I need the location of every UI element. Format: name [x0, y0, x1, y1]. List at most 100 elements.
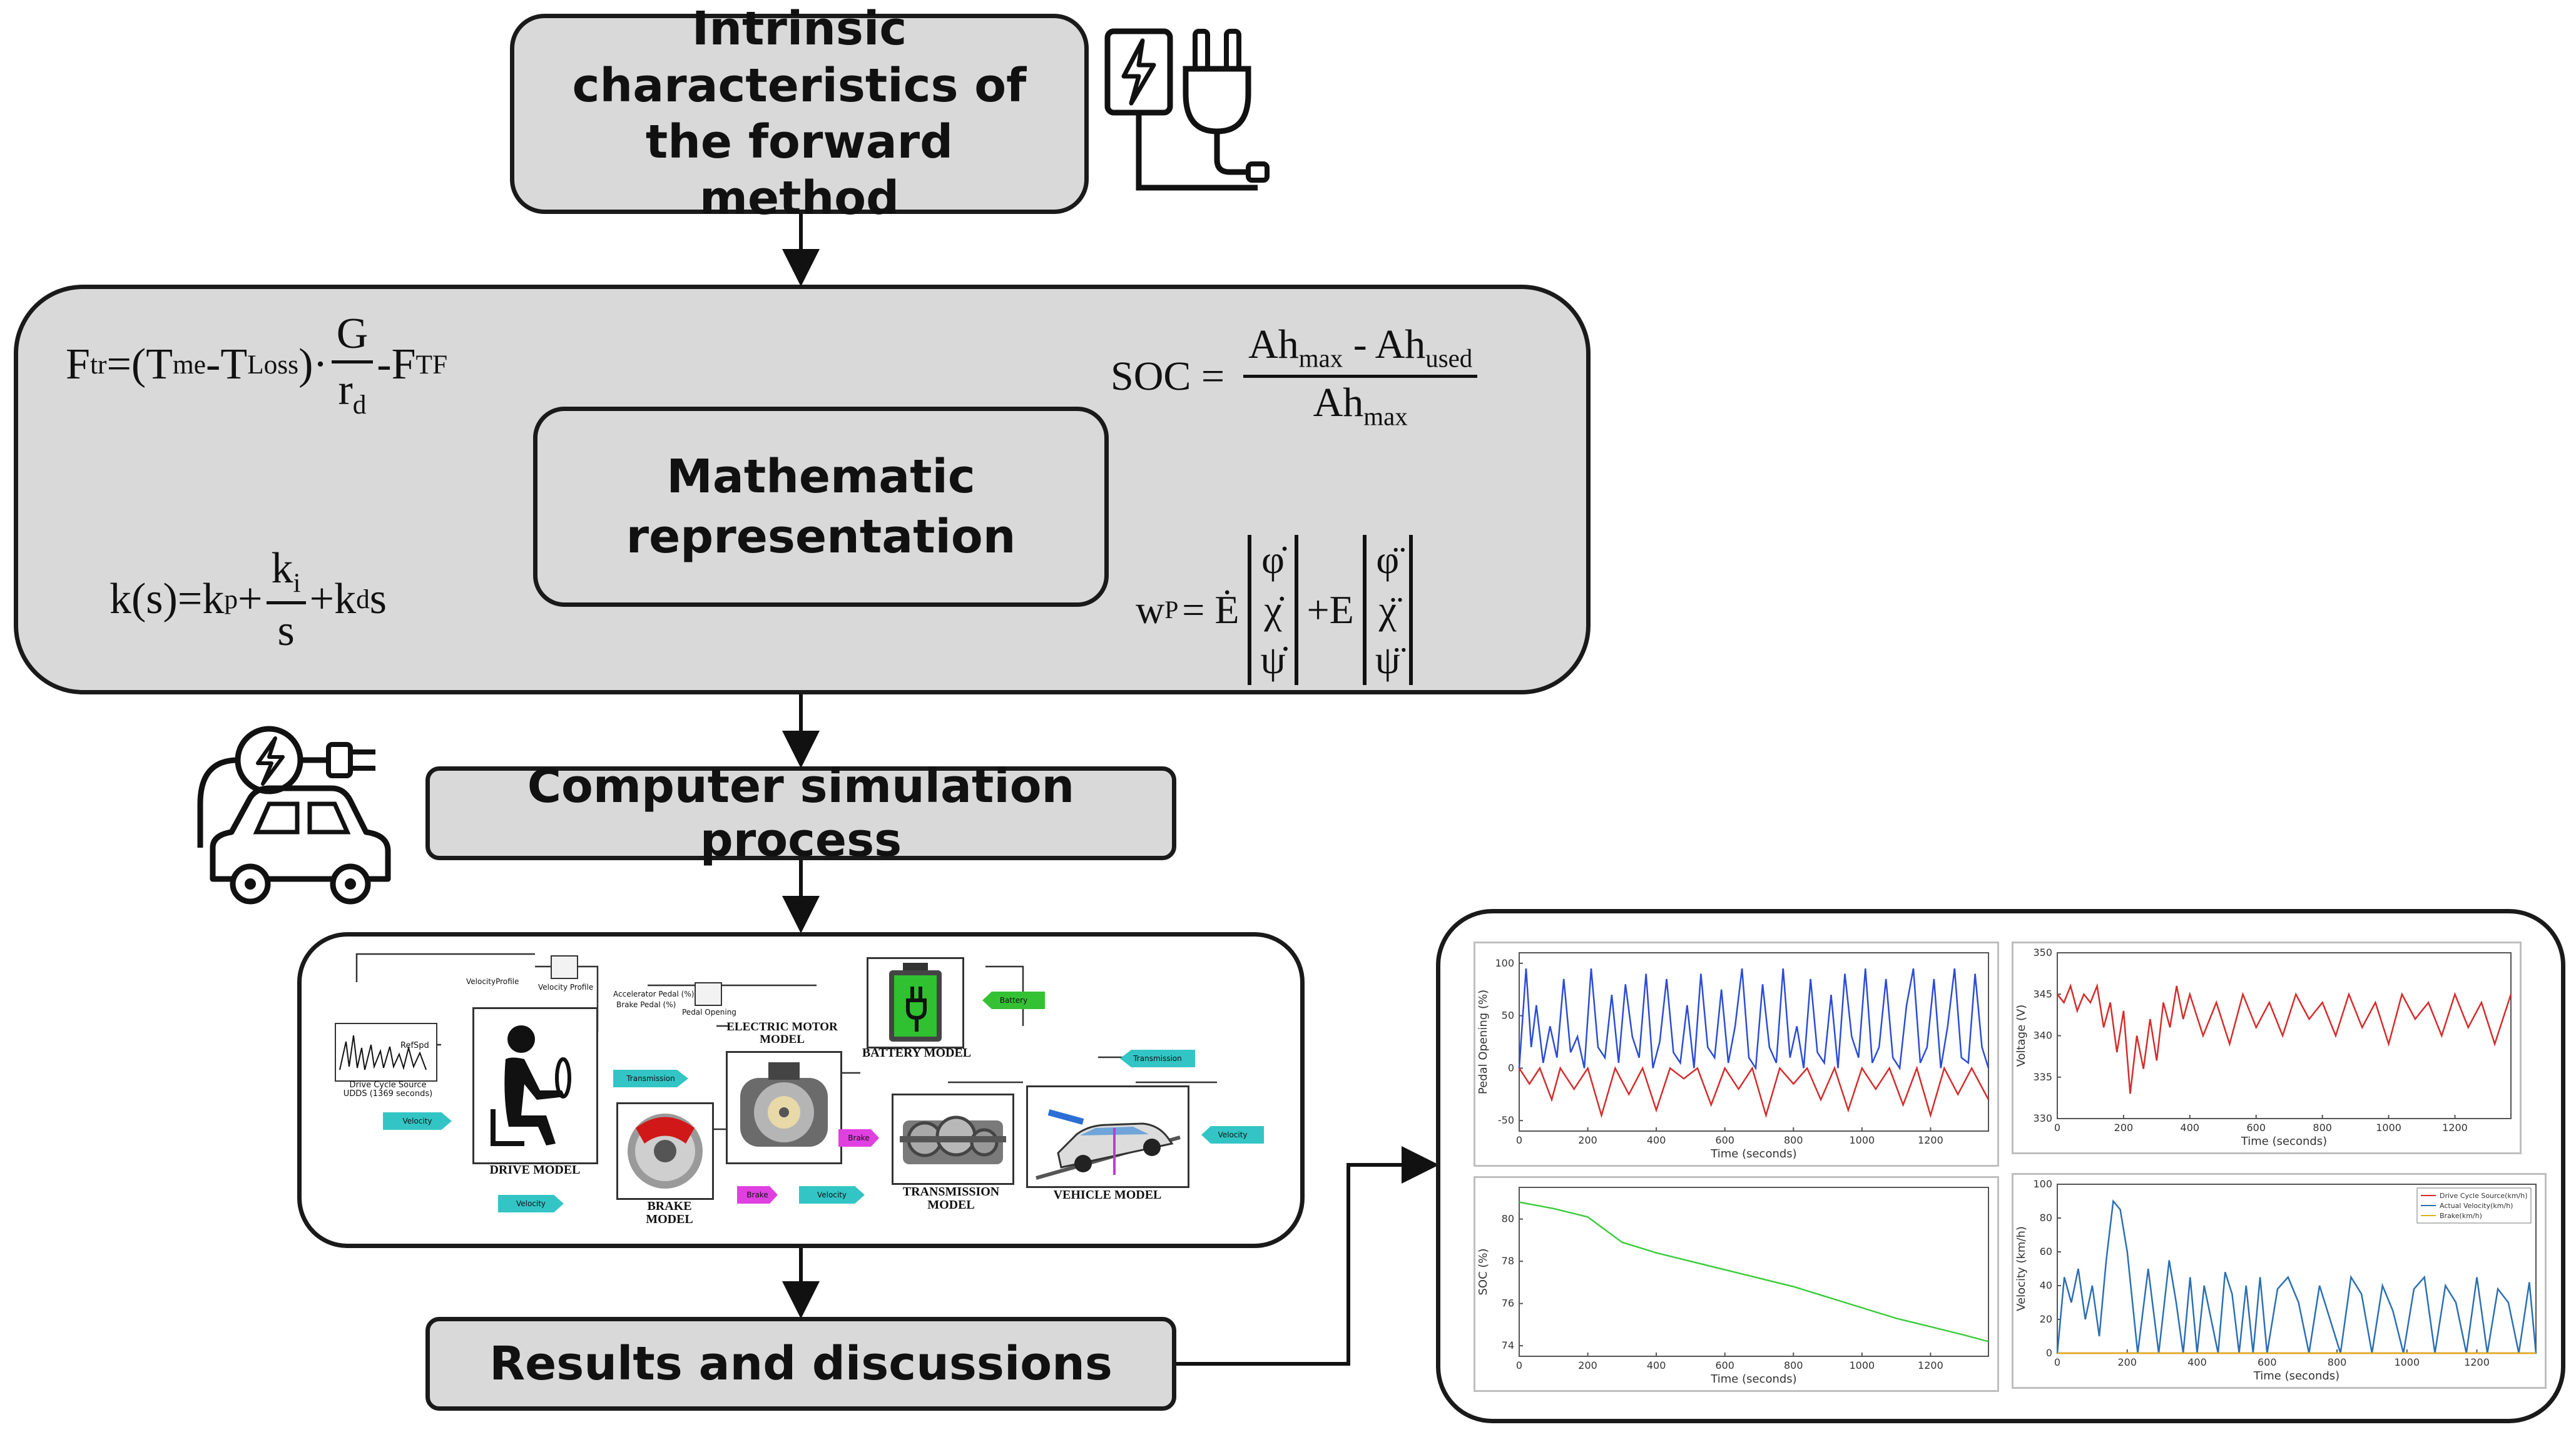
- arrow-results-to-plots: [1176, 1146, 1439, 1366]
- y-tick-label: 335: [2033, 1071, 2052, 1083]
- brake-model-label: BRAKE MODEL: [646, 1199, 693, 1226]
- eq-pid-num: ki: [266, 544, 306, 604]
- mathematic-representation-label: Mathematic representation: [626, 449, 1016, 564]
- x-tick-label: 800: [2328, 1356, 2347, 1368]
- eq-pid-den: s: [277, 606, 295, 655]
- x-tick-label: 200: [1578, 1134, 1597, 1146]
- eq-wp-vector2: φ̈ χ̈ ψ̈: [1362, 535, 1413, 685]
- eq-force-close: )·: [298, 340, 328, 389]
- vehicle-model-label: VEHICLE MODEL: [1053, 1188, 1162, 1202]
- gearbox-icon: [900, 1115, 1006, 1164]
- x-tick-label: 200: [2114, 1122, 2134, 1134]
- x-tick-label: 1200: [1918, 1359, 1943, 1371]
- tag-velocity-2: Velocity: [799, 1186, 865, 1204]
- eq-pid-num-k: k: [271, 544, 293, 592]
- battery-icon: [889, 963, 942, 1042]
- eq-soc-den-sub: max: [1363, 402, 1408, 431]
- eq-soc-num-sub1: max: [1298, 344, 1343, 373]
- eq-pid-p: p: [224, 584, 238, 615]
- tag-brake-2: Brake: [737, 1186, 778, 1204]
- x-tick-label: 400: [2187, 1356, 2207, 1368]
- eq-soc-num-sub2: used: [1425, 344, 1473, 373]
- x-tick-label: 400: [1647, 1134, 1666, 1146]
- x-axis-label: Time (seconds): [1710, 1147, 1796, 1160]
- y-tick-label: 350: [2033, 947, 2052, 958]
- eq-force-loss: Loss: [247, 350, 299, 380]
- drive-cycle-source-text: Drive Cycle Source: [349, 1080, 427, 1090]
- eq-pid-tail: +k: [309, 575, 357, 624]
- intrinsic-characteristics-box: Intrinsic characteristics of the forward…: [510, 2, 1089, 225]
- x-tick-label: 1000: [1849, 1359, 1875, 1371]
- x-tick-label: 1000: [2376, 1122, 2401, 1134]
- x-tick-label: 400: [1647, 1359, 1666, 1371]
- velocity-profile-scope: [551, 955, 578, 979]
- series-line-0: [1518, 968, 1990, 1071]
- x-tick-label: 1200: [1918, 1134, 1943, 1146]
- plot-area: [2057, 952, 2512, 1119]
- y-tick-label: 76: [1502, 1297, 1514, 1309]
- x-tick-label: 200: [2117, 1356, 2137, 1368]
- brake-disc-icon: [628, 1114, 703, 1189]
- y-tick-label: 80: [2040, 1212, 2052, 1224]
- charging-station-plug-icon: [1104, 28, 1270, 191]
- series-line-0: [1519, 1201, 1989, 1343]
- eq-force-den-sub: d: [352, 390, 367, 420]
- tag-velocity-4: Velocity: [1201, 1126, 1264, 1144]
- eq-force-num: G: [331, 310, 374, 363]
- eq-soc-fraction: Ahmax - Ahused Ahmax: [1243, 322, 1478, 431]
- computer-simulation-label: Computer simulation process: [527, 759, 1075, 867]
- eq-wp-vec1-psi: ψ̇: [1260, 637, 1286, 682]
- eq-soc-den: Ahmax: [1308, 378, 1413, 431]
- velocity-profile-label-2: Velocity Profile: [538, 983, 594, 992]
- eq-wp-vec2-psi: ψ̈: [1375, 637, 1400, 682]
- eq-wp-eq: = Ė: [1182, 587, 1240, 632]
- eq-force-den-r: r: [338, 366, 353, 414]
- vehicle-icon: [1036, 1109, 1181, 1180]
- pedal-opening-scope: [695, 982, 722, 1006]
- transmission-block: [892, 1094, 1014, 1185]
- y-tick-label: 100: [2033, 1178, 2052, 1190]
- plot-area: [1519, 1187, 1989, 1357]
- tag-brake-1: Brake: [838, 1129, 879, 1147]
- y-tick-label: -50: [1498, 1114, 1514, 1126]
- vehicle-block: [1026, 1085, 1189, 1188]
- drive-cycle-sub-text: UDDS (1369 seconds): [343, 1089, 433, 1099]
- x-tick-label: 800: [1784, 1359, 1803, 1371]
- eq-soc-num-ah: Ah: [1248, 322, 1299, 367]
- soc-equation: SOC = Ahmax - Ahused Ahmax: [1111, 322, 1481, 431]
- y-tick-label: 100: [1495, 957, 1514, 969]
- x-tick-label: 600: [1715, 1359, 1734, 1371]
- tag-transmission-1: Transmission: [613, 1070, 688, 1087]
- eq-force-tail-sub: TF: [415, 350, 448, 380]
- eq-wp-vector1: φ̇ χ̇ ψ̇: [1248, 535, 1298, 685]
- x-tick-label: 600: [2246, 1122, 2266, 1134]
- x-tick-label: 200: [1578, 1359, 1597, 1371]
- x-tick-label: 800: [2313, 1122, 2332, 1134]
- legend-label: Drive Cycle Source(km/h): [2440, 1192, 2528, 1200]
- eq-wp-vec1-phi: φ̇: [1261, 537, 1285, 582]
- y-tick-label: 74: [1502, 1339, 1514, 1351]
- tag-velocity-3: Velocity: [498, 1195, 564, 1212]
- eq-wp-vec1-chi: χ̇: [1264, 587, 1282, 632]
- drive-cycle-source-block: [335, 1023, 437, 1082]
- y-tick-label: 0: [2046, 1347, 2052, 1359]
- y-axis-label: Pedal Opening (%): [1477, 990, 1490, 1094]
- eq-wp-lhs: w: [1136, 587, 1165, 632]
- series-line-1: [2056, 1199, 2537, 1354]
- tag-battery: Battery: [982, 992, 1045, 1009]
- y-tick-label: 50: [1502, 1010, 1514, 1022]
- eq-soc-lhs: SOC =: [1111, 353, 1225, 399]
- y-tick-label: 78: [1502, 1255, 1514, 1267]
- x-tick-label: 1200: [2464, 1356, 2490, 1368]
- y-tick-label: 60: [2040, 1246, 2052, 1257]
- x-tick-label: 0: [1516, 1359, 1522, 1371]
